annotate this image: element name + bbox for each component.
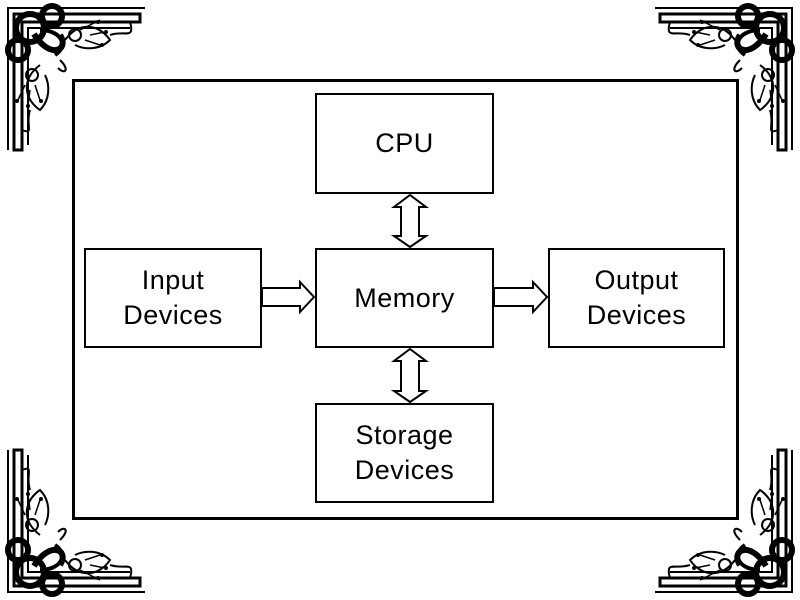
input-devices-label-line-2: Devices xyxy=(123,300,223,330)
ornate-corner-bottom-right-icon xyxy=(655,448,795,597)
output-devices-box: Output Devices xyxy=(548,248,725,348)
diagram-frame xyxy=(72,79,739,520)
output-devices-label-line-1: Output xyxy=(594,265,679,295)
storage-devices-box: Storage Devices xyxy=(315,403,494,503)
storage-devices-label-line-2: Devices xyxy=(354,455,455,485)
input-devices-label-line-1: Input xyxy=(141,265,205,295)
ornate-corner-top-right-icon xyxy=(655,3,795,152)
ornate-corner-bottom-left-icon xyxy=(5,448,145,597)
cpu-box: CPU xyxy=(315,93,494,194)
storage-devices-label-line-1: Storage xyxy=(355,420,454,450)
cpu-label: CPU xyxy=(375,128,434,158)
ornate-corner-top-left-icon xyxy=(5,3,145,152)
input-devices-box: Input Devices xyxy=(84,248,262,348)
memory-box: Memory xyxy=(315,248,494,348)
output-devices-label-line-2: Devices xyxy=(586,300,687,330)
memory-label: Memory xyxy=(354,282,455,313)
